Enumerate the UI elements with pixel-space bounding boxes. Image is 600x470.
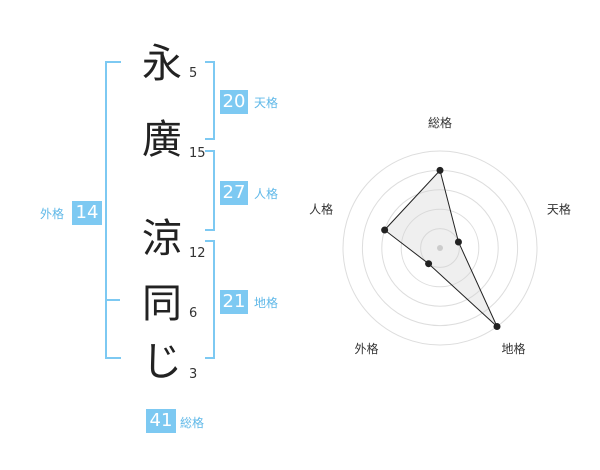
radar-ring-1 — [420, 228, 460, 268]
stroke-count-2: 15 — [189, 146, 206, 161]
radar-point-1 — [436, 166, 444, 174]
radar-ring-2 — [400, 208, 480, 288]
radar-point-4 — [425, 260, 433, 268]
stroke-count-5: 3 — [189, 367, 198, 382]
radar-center — [437, 245, 443, 251]
name-char-2: 廣 — [142, 117, 182, 163]
radar-ring-5 — [342, 150, 538, 346]
jin-value-badge: 27 — [220, 181, 248, 205]
radar-axis-label-3: 地格 — [501, 341, 525, 356]
gai-label: 外格 — [40, 207, 65, 221]
chi-label: 地格 — [254, 296, 279, 310]
jin-bracket — [205, 150, 215, 231]
radar-point-3 — [493, 322, 501, 330]
stroke-count-1: 5 — [189, 66, 198, 81]
chi-value-badge: 21 — [220, 290, 248, 314]
radar-axis-label-1: 総格 — [428, 115, 452, 130]
sou-value-badge: 41 — [146, 409, 176, 433]
gai-value-badge: 14 — [72, 201, 102, 225]
radar-point-2 — [454, 238, 462, 246]
ten-value-badge: 20 — [220, 90, 248, 114]
radar-rings — [342, 150, 538, 346]
jin-label: 人格 — [254, 187, 279, 201]
name-char-5: じ — [142, 339, 182, 385]
name-char-3: 涼 — [142, 216, 182, 262]
chi-bracket — [205, 240, 215, 359]
radar-axis-label-2: 天格 — [547, 201, 571, 216]
name-char-4: 同 — [142, 281, 182, 327]
stroke-count-3: 12 — [189, 246, 206, 261]
gai-bracket — [105, 61, 121, 359]
brackets — [105, 61, 215, 359]
radar-axis-label-5: 人格 — [309, 201, 333, 216]
radar-point-5 — [381, 226, 389, 234]
sou-label: 総格 — [180, 416, 205, 430]
radar-ring-3 — [381, 189, 499, 307]
stroke-count-4: 6 — [189, 306, 198, 321]
radar-points — [381, 166, 501, 330]
name-char-1: 永 — [142, 41, 182, 87]
radar-axis-label-4: 外格 — [354, 341, 378, 356]
ten-bracket — [205, 61, 215, 140]
ten-label: 天格 — [254, 96, 279, 110]
